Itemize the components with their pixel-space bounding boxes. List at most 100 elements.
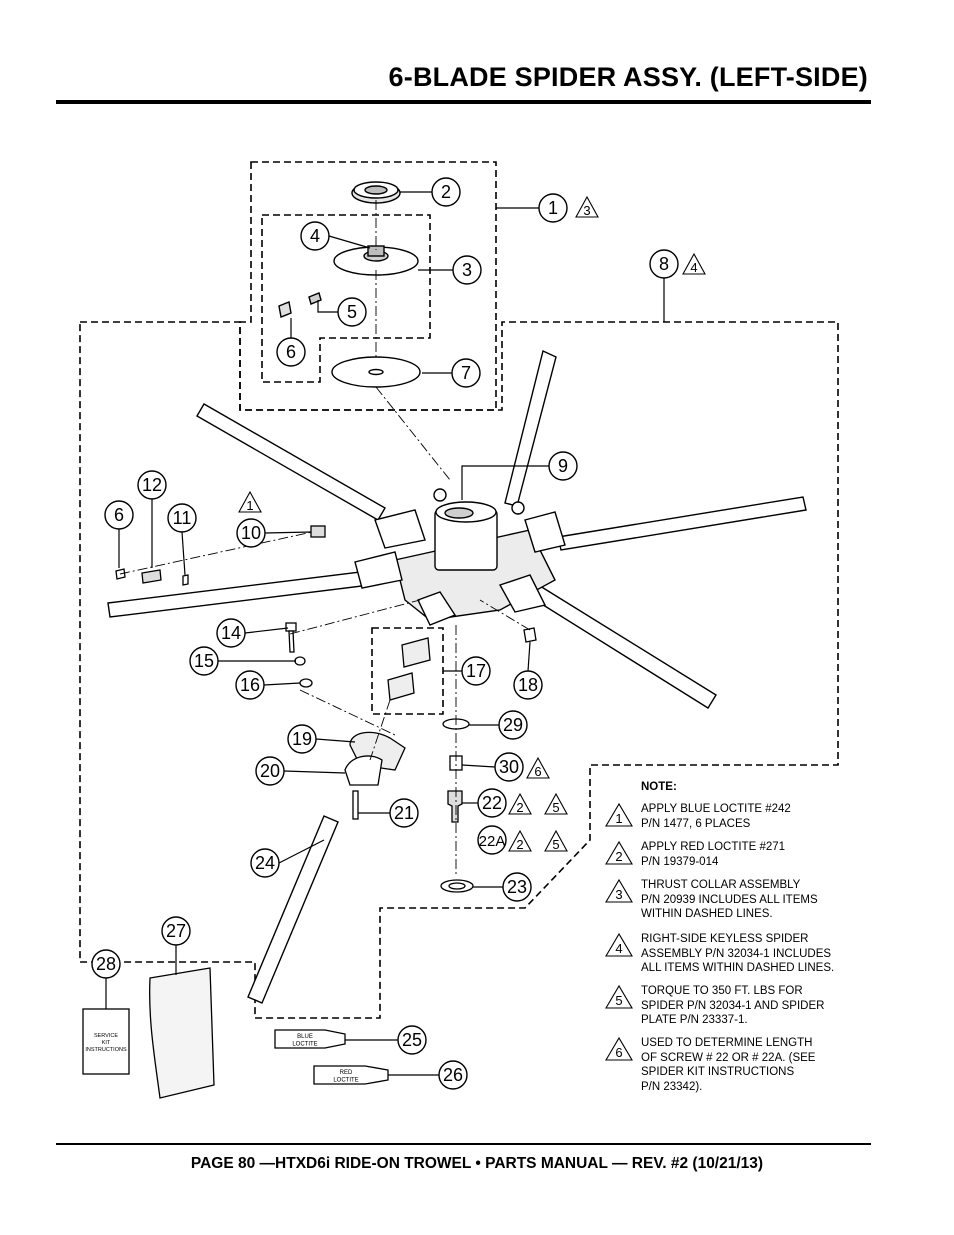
callout-14: 14 — [216, 618, 289, 648]
blue-loctite-tube — [274, 1029, 346, 1049]
svg-text:2: 2 — [441, 182, 451, 202]
callout-2: 2 — [400, 177, 461, 207]
svg-text:30: 30 — [499, 757, 519, 777]
callout-22: 22A — [477, 825, 507, 855]
svg-text:1: 1 — [246, 498, 253, 513]
callout-12: 12 — [137, 470, 167, 568]
note-ref-triangle: 6 — [526, 756, 550, 779]
callout-16: 16 — [235, 670, 301, 700]
note-ref-triangle: 3 — [575, 195, 599, 218]
svg-text:2: 2 — [516, 837, 523, 852]
callout-5: 5 — [317, 297, 367, 327]
svg-text:6: 6 — [615, 1045, 622, 1060]
svg-text:3: 3 — [583, 203, 590, 218]
spider-arms — [107, 350, 807, 1004]
svg-text:5: 5 — [552, 800, 559, 815]
footer-text: PAGE 80 —HTXD6i RIDE-ON TROWEL • PARTS M… — [190, 1155, 764, 1172]
callout-8: 8 — [649, 249, 679, 322]
svg-text:1: 1 — [615, 811, 622, 826]
callout-9: 9 — [461, 451, 578, 500]
callout-10: 10 — [236, 518, 312, 548]
svg-text:20: 20 — [260, 761, 280, 781]
svg-text:25: 25 — [402, 1030, 422, 1050]
blue-loctite-label: BLUE LOCTITE — [292, 1034, 317, 1048]
svg-text:LOCTITE: LOCTITE — [292, 1042, 317, 1048]
callout-24: 24 — [250, 839, 325, 878]
svg-text:7: 7 — [461, 363, 471, 383]
callout-29: 29 — [469, 710, 528, 740]
svg-text:INSTRUCTIONS: INSTRUCTIONS — [85, 1047, 127, 1053]
callout-26: 26 — [388, 1060, 468, 1090]
svg-text:23: 23 — [507, 877, 527, 897]
note-ref-triangle: 2 — [508, 792, 532, 815]
note-triangle-icon: 3 — [605, 878, 633, 903]
callout-4: 4 — [300, 221, 371, 251]
callout-22: 22 — [462, 788, 507, 818]
kit-parts — [82, 967, 389, 1099]
note-ref-triangle: 5 — [544, 792, 568, 815]
svg-text:4: 4 — [310, 226, 320, 246]
kit-card — [82, 1008, 130, 1075]
callout-27: 27 — [161, 916, 191, 975]
note-text: THRUST COLLAR ASSEMBLY P/N 20939 INCLUDE… — [641, 879, 818, 920]
svg-text:11: 11 — [173, 508, 192, 528]
svg-text:17: 17 — [466, 661, 486, 681]
svg-text:21: 21 — [394, 803, 414, 823]
note-text: APPLY BLUE LOCTITE #242 P/N 1477, 6 PLAC… — [641, 803, 791, 830]
callout-17: 17 — [443, 656, 491, 686]
svg-text:15: 15 — [194, 651, 214, 671]
kit-bag — [149, 967, 215, 1099]
svg-text:22A: 22A — [479, 833, 506, 850]
note-ref-triangle: 4 — [682, 252, 706, 275]
callout-21: 21 — [358, 798, 419, 828]
svg-text:BLUE: BLUE — [297, 1034, 313, 1040]
hardware-parts — [115, 525, 537, 893]
callout-20: 20 — [255, 756, 346, 786]
svg-text:6: 6 — [114, 505, 124, 525]
svg-text:5: 5 — [552, 837, 559, 852]
svg-text:3: 3 — [462, 260, 472, 280]
callout-1: 1 — [496, 193, 568, 223]
note-text: TORQUE TO 350 FT. LBS FOR SPIDER P/N 320… — [641, 985, 825, 1026]
svg-text:18: 18 — [518, 675, 538, 695]
callout-6: 6 — [104, 500, 134, 568]
note-text: RIGHT-SIDE KEYLESS SPIDER ASSEMBLY P/N 3… — [641, 933, 835, 974]
red-loctite-tube — [313, 1065, 389, 1085]
svg-text:2: 2 — [516, 800, 523, 815]
callout-18: 18 — [513, 641, 543, 700]
svg-text:16: 16 — [240, 675, 260, 695]
note-triangle-icon: 6 — [605, 1036, 633, 1061]
arm-upper-left — [196, 403, 386, 521]
spider-hub — [354, 488, 566, 626]
note-text: USED TO DETERMINE LENGTH OF SCREW # 22 O… — [641, 1037, 816, 1093]
thrust-collar-parts — [278, 181, 421, 388]
callout-15: 15 — [189, 646, 296, 676]
svg-text:6: 6 — [286, 342, 296, 362]
svg-text:14: 14 — [221, 623, 241, 643]
svg-text:27: 27 — [166, 921, 186, 941]
svg-text:KIT: KIT — [102, 1040, 111, 1046]
svg-text:5: 5 — [347, 302, 357, 322]
callout-25: 25 — [345, 1025, 427, 1055]
arm-lower-left-blade — [247, 815, 339, 1004]
title-rule — [56, 100, 871, 104]
inner-thrust-collar-boundary — [261, 214, 431, 383]
svg-text:3: 3 — [615, 887, 622, 902]
svg-text:RED: RED — [340, 1070, 353, 1076]
svg-text:24: 24 — [255, 853, 275, 873]
svg-text:9: 9 — [558, 456, 568, 476]
notes-heading: NOTE: — [641, 781, 677, 793]
svg-text:22: 22 — [482, 793, 502, 813]
callout-19: 19 — [287, 724, 356, 754]
note-triangle-icon: 4 — [605, 932, 633, 957]
note-text: APPLY RED LOCTITE #271 P/N 19379-014 — [641, 841, 786, 868]
svg-text:1: 1 — [548, 198, 558, 218]
svg-text:SERVICE: SERVICE — [94, 1033, 118, 1039]
callout-11: 11 — [167, 503, 197, 576]
svg-text:28: 28 — [96, 954, 116, 974]
note-ref-triangle: 5 — [544, 829, 568, 852]
